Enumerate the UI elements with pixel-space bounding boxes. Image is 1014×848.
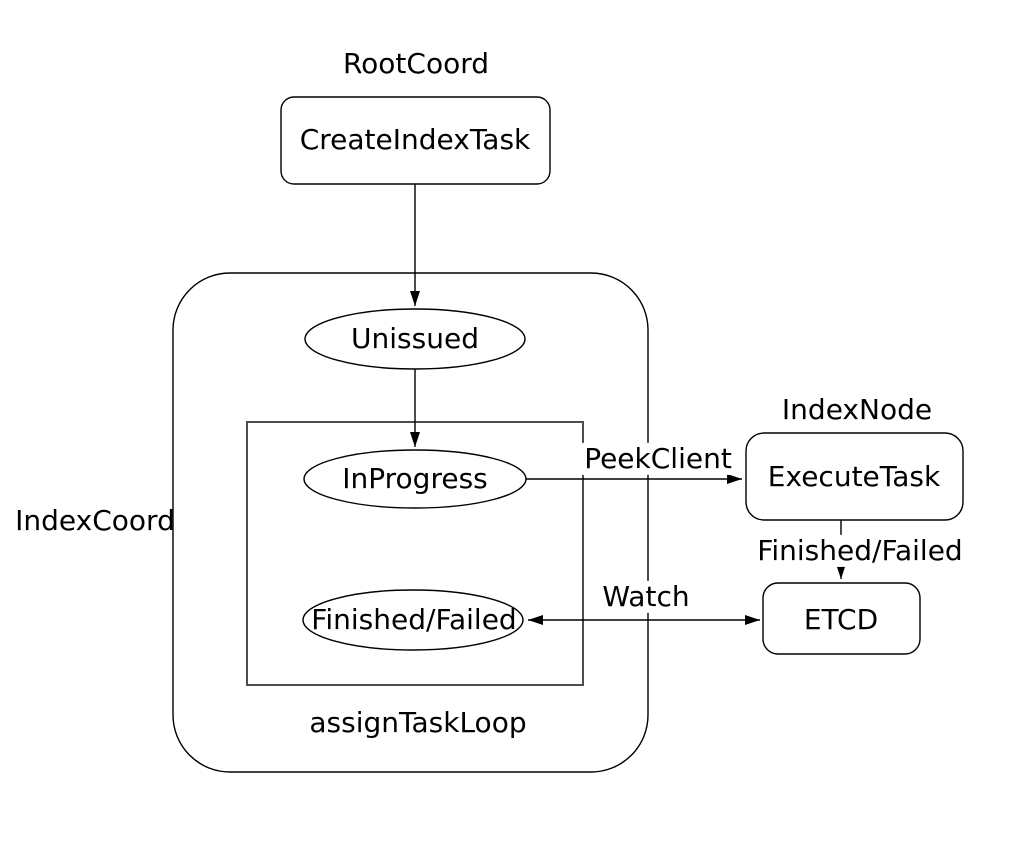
execute-task-label: ExecuteTask [767, 459, 941, 493]
assign-task-loop-label: assignTaskLoop [309, 705, 527, 739]
unissued-label: Unissued [351, 321, 479, 355]
in-progress-label: InProgress [342, 461, 488, 495]
finished-failed-label: Finished/Failed [311, 602, 517, 636]
create-index-task-label: CreateIndexTask [299, 122, 531, 156]
execute-task-node [745, 432, 964, 521]
index-node-label: IndexNode [781, 392, 933, 426]
peek-client-edge-label: PeekClient [581, 442, 735, 476]
etcd-node [762, 582, 921, 655]
etcd-label: ETCD [803, 602, 879, 636]
watch-edge-label: Watch [599, 580, 693, 614]
finished-failed-node [302, 589, 524, 651]
index-coord-container [172, 272, 649, 773]
index-coord-label: IndexCoord [15, 503, 175, 537]
root-coord-label: RootCoord [342, 46, 490, 80]
finished-failed-edge-label: Finished/Failed [754, 534, 966, 568]
